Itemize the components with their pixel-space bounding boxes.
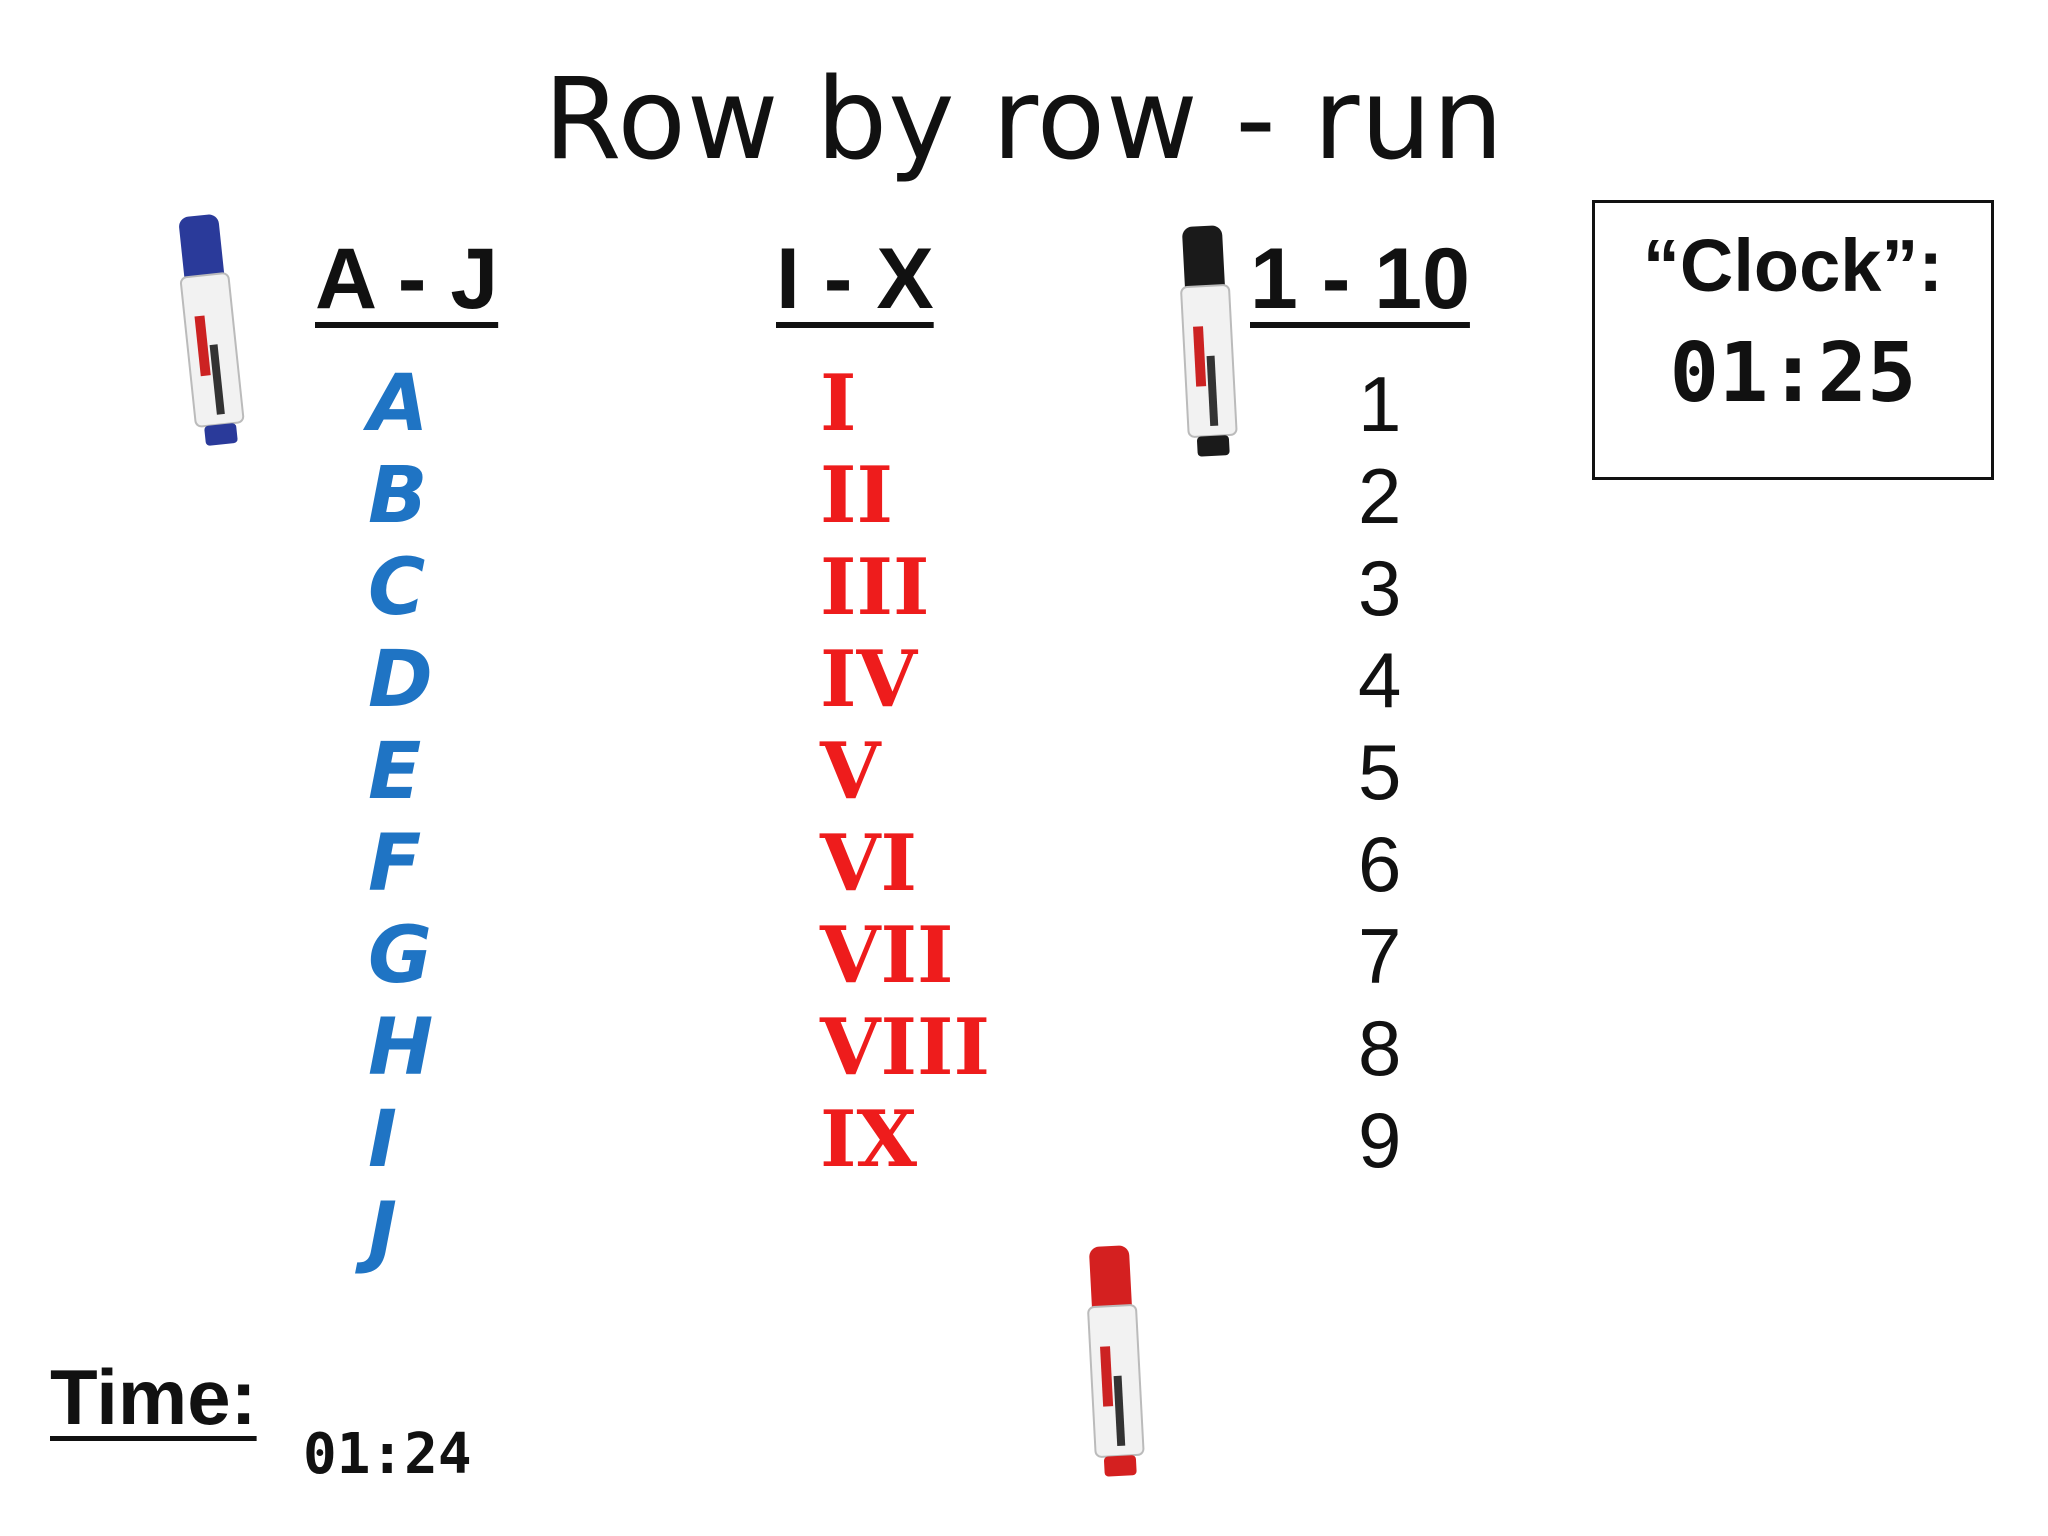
romans-column-header: I - X [776,231,934,327]
list-item: VII [820,910,954,1001]
clock-panel: “Clock”: 01:25 [1592,200,1994,480]
romans-list: I II III IV V VI VII VIII IX [820,358,990,1186]
list-item: 6 [1358,820,1402,908]
clock-value: 01:25 [1669,326,1917,421]
list-item: II [820,450,893,541]
list-item: 7 [1358,912,1402,1000]
list-item: D [368,635,433,725]
list-item: A [368,359,429,449]
list-item: C [368,543,426,633]
list-item: I [368,1095,398,1185]
list-item: 4 [1358,636,1402,724]
list-item: VIII [820,1002,990,1093]
time-label: Time: [50,1353,257,1441]
list-item: IX [820,1094,918,1185]
clock-label: “Clock”: [1642,224,1944,307]
list-item: 2 [1358,452,1402,540]
list-item: III [820,542,930,633]
black-marker-icon [1180,225,1238,457]
list-item: E [368,727,422,817]
list-item: F [368,819,422,909]
list-item: V [820,726,881,817]
list-item: 1 [1358,360,1402,448]
blue-marker-icon [179,214,245,446]
page-title: Row by row - run [543,55,1505,185]
letters-list: A B C D E F G H I J [368,358,433,1278]
letters-column-header: A - J [315,231,499,327]
list-item: 9 [1358,1096,1402,1184]
list-item: B [368,451,428,541]
list-item: 8 [1358,1004,1402,1092]
red-marker-icon [1087,1245,1145,1477]
time-value: 01:24 [303,1422,472,1487]
list-item: 3 [1358,544,1402,632]
list-item: 5 [1358,728,1402,816]
numbers-list: 1 2 3 4 5 6 7 8 9 [1358,358,1401,1186]
list-item: H [368,1003,434,1093]
list-item: J [368,1187,398,1277]
numbers-column-header: 1 - 10 [1250,231,1470,327]
list-item: IV [820,634,918,725]
list-item: I [820,358,857,449]
list-item: VI [820,818,918,909]
list-item: G [368,911,433,1001]
